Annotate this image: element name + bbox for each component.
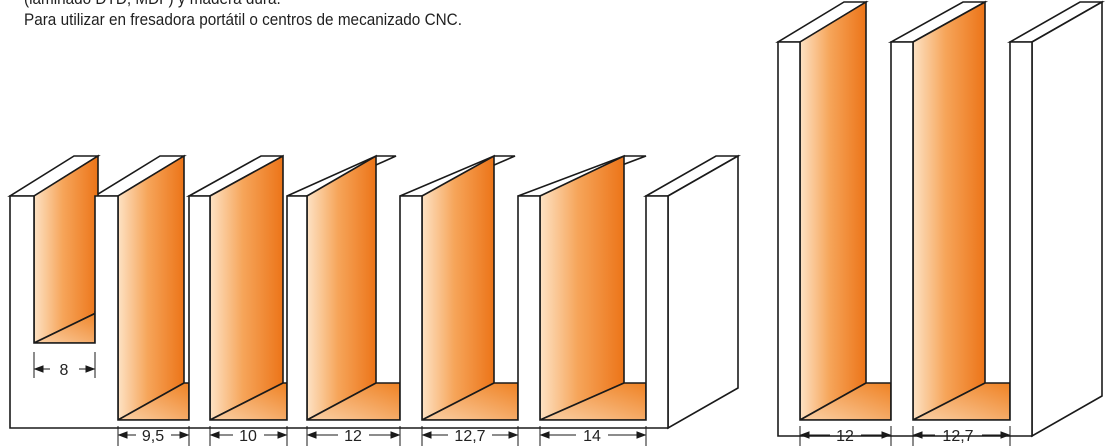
dim-arrow [421, 431, 432, 439]
dim-label-14: 14 [583, 428, 601, 445]
description-line-1: (laminado DTD, MDF) y madera dura. [24, 0, 462, 9]
dim-label-right-12: 12 [836, 428, 854, 445]
dim-arrow [390, 431, 401, 439]
dim-label-10: 10 [239, 428, 257, 445]
dim-arrow [881, 431, 892, 439]
dim-label-right-12-7: 12,7 [942, 428, 973, 445]
dim-arrow [117, 431, 128, 439]
dim-arrow [306, 431, 317, 439]
dim-arrow [209, 431, 220, 439]
dim-arrow [1000, 431, 1011, 439]
dim-arrow [179, 431, 190, 439]
dim-arrow [912, 431, 923, 439]
dim-arrow [33, 365, 44, 373]
dim-label-12-7: 12,7 [454, 428, 485, 445]
dim-arrow [277, 431, 288, 439]
description-text: (laminado DTD, MDF) y madera dura. Para … [24, 0, 462, 30]
dim-label-8: 8 [60, 362, 69, 379]
dim-label-12: 12 [344, 428, 362, 445]
dim-arrow [508, 431, 519, 439]
description-line-2: Para utilizar en fresadora portátil o ce… [24, 10, 462, 29]
dim-arrow [85, 365, 96, 373]
right-block [775, 0, 1105, 438]
left-block [7, 154, 742, 430]
dim-arrow [636, 431, 647, 439]
dim-arrow [539, 431, 550, 439]
dim-label-9-5: 9,5 [142, 428, 164, 445]
dim-arrow [799, 431, 810, 439]
